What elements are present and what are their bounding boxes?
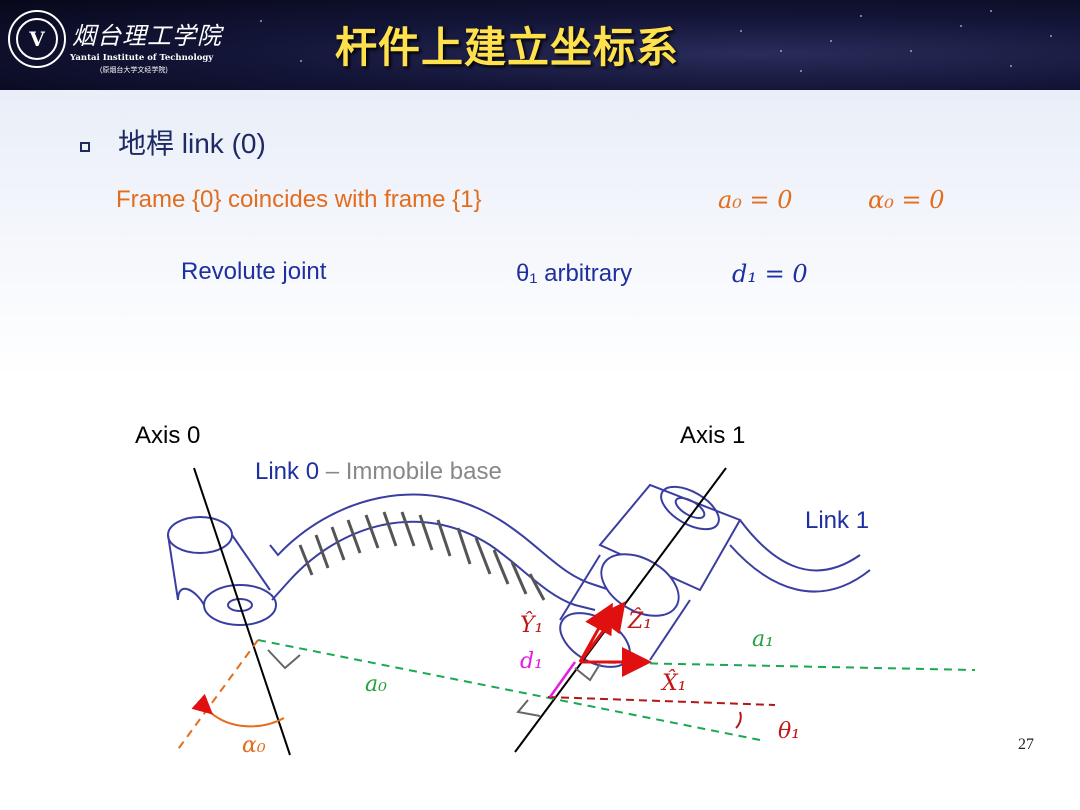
slide-content: 地桿 link (0) Frame {0} coincides with fra… [0, 90, 1080, 810]
a0-equation: a₀ = 0 [718, 186, 793, 214]
link-frame-diagram: Axis 0 Axis 1 Link 0 – Immobile base Lin… [135, 422, 976, 758]
link0-desc: Immobile base [346, 458, 502, 485]
right-angle-mark-0 [267, 649, 301, 670]
square-bullet-icon [80, 142, 90, 152]
alpha0-label: α₀ [242, 733, 266, 758]
school-name-cn: 烟台理工学院 [72, 22, 222, 50]
x1-label: X̂₁ [660, 670, 686, 696]
a0-label: a₀ [365, 672, 387, 697]
axis0-label: Axis 0 [135, 422, 200, 449]
link0-label: Link 0 – Immobile base [255, 458, 502, 485]
d1-label: d₁ [520, 649, 543, 674]
theta1-ref-line [547, 696, 776, 706]
alpha0-equation: α₀ = 0 [868, 186, 945, 214]
d1-equation: d₁ = 0 [732, 260, 808, 288]
a1-common-normal [579, 661, 976, 671]
right-angle-mark-1 [516, 699, 541, 717]
theta1-arbitrary-text: θ₁ arbitrary [516, 260, 633, 287]
logo-mark: V [16, 18, 58, 60]
a0-common-normal [257, 639, 761, 741]
alpha0-arc [191, 693, 285, 728]
frame1-arrows [578, 601, 652, 677]
theta1-arc [735, 711, 742, 729]
slide-title: 杆件上建立坐标系 [335, 23, 680, 72]
a1-label: a₁ [752, 627, 774, 652]
bullet-text: 地桿 link (0) [118, 128, 266, 159]
slide-header: V 烟台理工学院 Yantai Institute of Technology … [0, 0, 1080, 90]
page-number: 27 [1018, 736, 1034, 753]
axis1-label: Axis 1 [680, 422, 745, 449]
right-angle-mark-2 [574, 663, 601, 682]
link1-label: Link 1 [805, 507, 869, 534]
school-logo-icon: V [8, 10, 66, 68]
z1-label: Ẑ₁ [627, 607, 652, 634]
y1-label: Ŷ₁ [520, 611, 543, 638]
d1-segment [548, 661, 577, 698]
link0-body [167, 493, 611, 626]
school-name-sub: (原烟台大学文经学院) [100, 67, 168, 74]
revolute-joint-text: Revolute joint [181, 258, 327, 285]
base-hatching [298, 511, 546, 601]
link0-name: Link 0 [255, 458, 319, 485]
frame-coincide-text: Frame {0} coincides with frame {1} [116, 186, 482, 213]
link0-dash: – [319, 458, 346, 485]
axis0-line [193, 467, 291, 756]
alpha0-ref-line [175, 639, 259, 753]
theta1-label: θ₁ [778, 719, 800, 744]
school-name-en: Yantai Institute of Technology [70, 53, 214, 63]
